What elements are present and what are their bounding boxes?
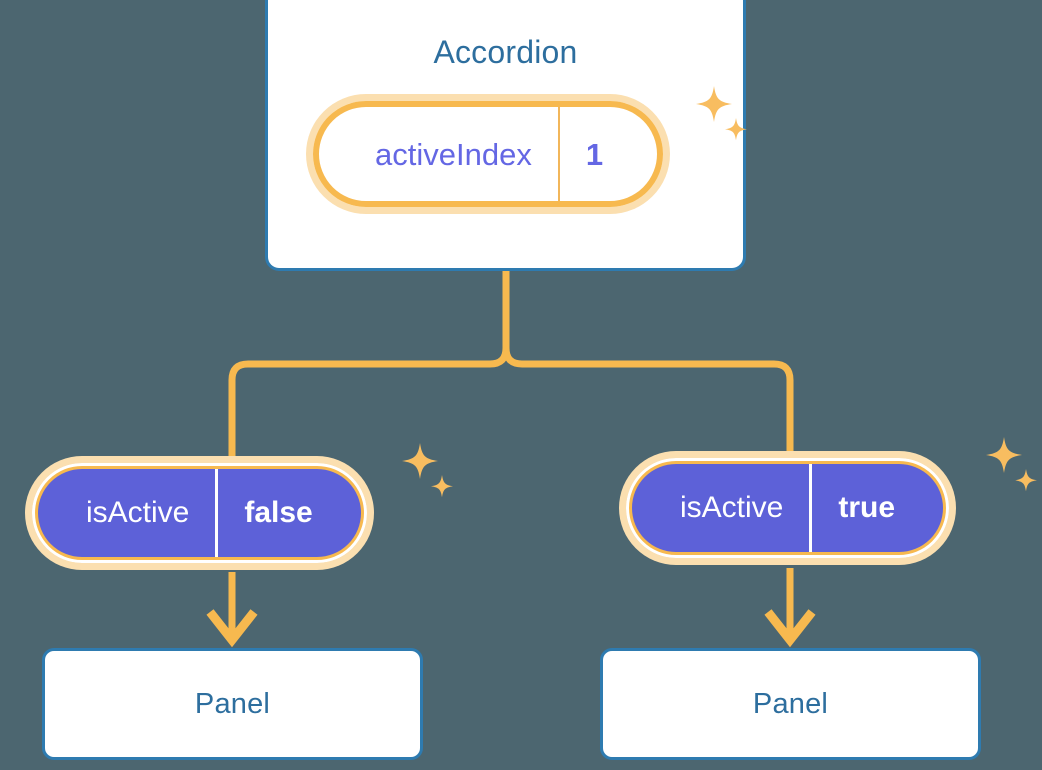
sparkle-group <box>982 437 1042 507</box>
state-pill-is-active-false[interactable]: isActive false <box>32 463 367 563</box>
panel-node-right[interactable]: Panel <box>600 648 981 760</box>
arrow-down-icon <box>206 609 258 648</box>
panel-label: Panel <box>752 687 829 720</box>
sparkle-icon <box>1015 469 1037 492</box>
sparkle-group <box>398 443 458 513</box>
arrow-down-icon <box>764 609 816 648</box>
state-key: isActive <box>680 491 784 524</box>
state-pill-active-index[interactable]: activeIndex 1 <box>313 101 664 207</box>
sparkle-icon <box>402 443 438 479</box>
connector-branch-right <box>502 344 794 466</box>
sparkle-icon <box>431 475 453 498</box>
state-value: 1 <box>557 107 657 201</box>
state-pill-is-active-true[interactable]: isActive true <box>626 458 950 558</box>
connector-trunk-and-branches <box>228 267 510 471</box>
state-value: true <box>809 464 943 552</box>
state-key: activeIndex <box>375 136 532 172</box>
sparkle-icon <box>986 437 1022 473</box>
state-key: isActive <box>86 496 190 529</box>
state-value: false <box>215 469 360 557</box>
panel-label: Panel <box>194 687 271 720</box>
panel-node-left[interactable]: Panel <box>42 648 423 760</box>
accordion-node[interactable]: Accordion activeIndex 1 <box>265 0 746 271</box>
page-title: Accordion <box>433 34 578 70</box>
